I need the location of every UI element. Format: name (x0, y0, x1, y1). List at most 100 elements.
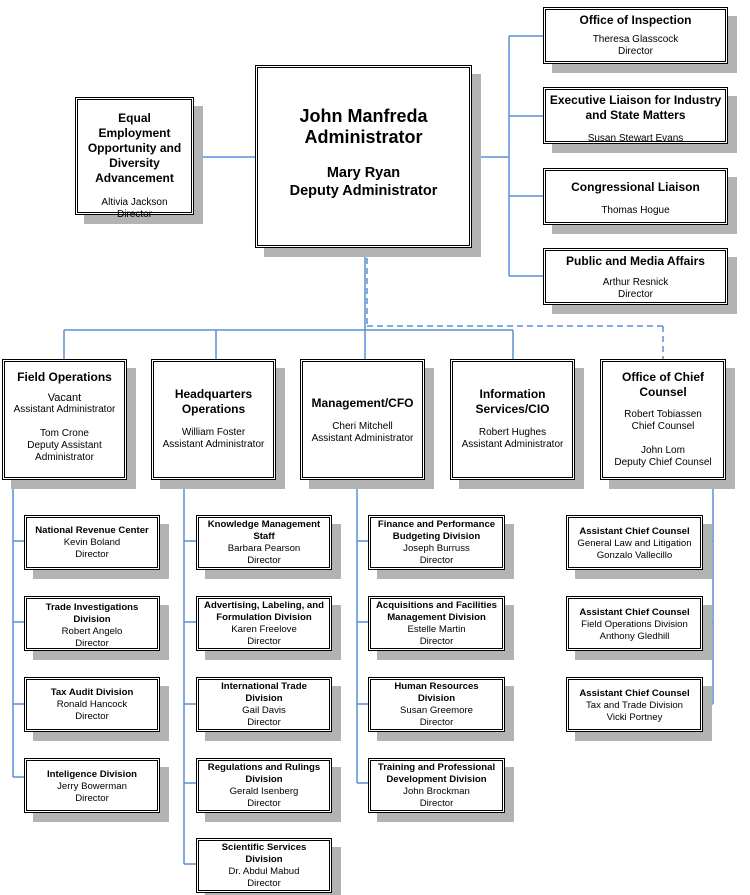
division-role: Director (75, 711, 109, 722)
division-person: Field Operations Division (581, 619, 688, 630)
office-title: Information Services/CIO (475, 387, 550, 416)
division-box: Tax Audit Division Ronald Hancock Direct… (24, 677, 160, 732)
division-role: Director (419, 555, 454, 566)
division-person: Estelle Martin (407, 624, 466, 635)
division-title: Assistant Chief Counsel (579, 607, 690, 618)
administrator-title: Administrator (304, 127, 423, 147)
division-title: Acquisitions and Facilities Management D… (375, 600, 497, 623)
division-role: Director (75, 793, 109, 804)
division-box: Acquisitions and Facilities Management D… (368, 596, 505, 651)
division-box: National Revenue Center Kevin Boland Dir… (24, 515, 160, 570)
division-title: Knowledge Management Staff (207, 519, 321, 542)
deputy-name: Mary Ryan (326, 165, 401, 181)
office-box-field-operations: Field Operations Vacant Assistant Admini… (2, 359, 127, 480)
division-title: Trade Investigations Division (45, 602, 139, 625)
staff-title: Public and Media Affairs (566, 254, 705, 268)
division-role: Director (419, 636, 454, 647)
office-line: Assistant Administrator (162, 439, 265, 450)
office-title: Headquarters Operations (174, 387, 253, 416)
office-line: Cheri Mitchell (332, 421, 393, 432)
staff-box-congressional-liaison: Congressional Liaison Thomas Hogue (543, 168, 728, 225)
eeo-title: Equal Employment Opportunity and Diversi… (87, 111, 182, 185)
division-role: Director (247, 798, 281, 809)
division-title: International Trade Division (221, 681, 307, 704)
staff-title: Office of Inspection (579, 13, 692, 27)
office-box-chief-counsel: Office of Chief Counsel Robert Tobiassen… (600, 359, 726, 480)
staff-person: Susan Stewart Evans (587, 133, 684, 144)
office-line: Vacant (47, 392, 82, 404)
division-box: Knowledge Management Staff Barbara Pears… (196, 515, 332, 570)
office-line: Deputy Assistant (27, 440, 102, 451)
division-person: Jerry Bowerman (57, 781, 127, 792)
eeo-role: Director (116, 209, 152, 220)
division-person: Tax and Trade Division (585, 700, 684, 711)
administrator-name: John Manfreda (299, 106, 428, 126)
division-role: Vicki Portney (606, 712, 663, 723)
office-box-headquarters: Headquarters Operations William Foster A… (151, 359, 276, 480)
counsel-division-box: Assistant Chief Counsel General Law and … (566, 515, 703, 570)
administrator-box: John Manfreda Administrator Mary Ryan De… (255, 65, 472, 248)
division-box: Human Resources Division Susan Greemore … (368, 677, 505, 732)
division-box: Scientific Services Division Dr. Abdul M… (196, 838, 332, 893)
office-line: Deputy Chief Counsel (614, 457, 712, 468)
division-title: Inteligence Division (46, 769, 138, 780)
office-line: Administrator (35, 452, 94, 463)
division-person: Gerald Isenberg (229, 786, 299, 797)
staff-box-executive-liaison: Executive Liaison for Industry and State… (543, 87, 728, 144)
office-title: Management/CFO (311, 396, 414, 410)
division-role: Director (247, 878, 281, 889)
staff-person: Arthur Resnick (602, 277, 669, 288)
division-person: Karen Freelove (231, 624, 297, 635)
division-person: Joseph Burruss (403, 543, 470, 554)
office-line: Assistant Administrator (13, 404, 116, 415)
division-title: Assistant Chief Counsel (579, 688, 690, 699)
office-title: Office of Chief Counsel (621, 370, 704, 399)
staff-role: Director (617, 289, 653, 300)
division-box: Regulations and Rulings Division Gerald … (196, 758, 332, 813)
eeo-person: Altivia Jackson (101, 197, 168, 208)
office-line: John Lom (641, 445, 685, 456)
division-role: Director (247, 555, 281, 566)
division-title: Regulations and Rulings Division (207, 762, 321, 785)
division-title: Scientific Services Division (221, 842, 307, 865)
staff-box-inspection: Office of Inspection Theresa Glasscock D… (543, 7, 728, 64)
office-line: Chief Counsel (631, 421, 695, 432)
division-title: Tax Audit Division (50, 687, 134, 698)
division-box: Trade Investigations Division Robert Ang… (24, 596, 160, 651)
counsel-division-box: Assistant Chief Counsel Tax and Trade Di… (566, 677, 703, 732)
division-box: Inteligence Division Jerry Bowerman Dire… (24, 758, 160, 813)
division-title: Advertising, Labeling, and Formulation D… (204, 600, 324, 623)
division-person: Ronald Hancock (56, 699, 128, 710)
division-role: Director (419, 798, 454, 809)
division-title: National Revenue Center (35, 525, 149, 536)
division-box: Finance and Performance Budgeting Divisi… (368, 515, 505, 570)
counsel-division-box: Assistant Chief Counsel Field Operations… (566, 596, 703, 651)
staff-person: Thomas Hogue (601, 205, 670, 216)
staff-title: Executive Liaison for Industry and State… (549, 93, 722, 122)
office-line: Tom Crone (40, 428, 89, 439)
office-line: William Foster (181, 427, 246, 438)
staff-role: Director (617, 46, 653, 57)
division-box: Training and Professional Development Di… (368, 758, 505, 813)
deputy-title: Deputy Administrator (289, 183, 438, 199)
office-line: Assistant Administrator (311, 433, 414, 444)
division-person: Barbara Pearson (227, 543, 301, 554)
division-person: Dr. Abdul Mabud (228, 866, 300, 877)
division-title: Human Resources Division (394, 681, 479, 704)
division-title: Training and Professional Development Di… (377, 762, 496, 785)
division-box: Advertising, Labeling, and Formulation D… (196, 596, 332, 651)
division-person: Susan Greemore (399, 705, 474, 716)
division-person: Robert Angelo (61, 626, 123, 637)
staff-box-public-media: Public and Media Affairs Arthur Resnick … (543, 248, 728, 305)
division-role: Director (247, 636, 281, 647)
division-person: General Law and Litigation (577, 538, 692, 549)
office-line: Assistant Administrator (461, 439, 564, 450)
division-title: Finance and Performance Budgeting Divisi… (377, 519, 496, 542)
division-person: John Brockman (403, 786, 470, 797)
division-role: Director (419, 717, 454, 728)
division-person: Kevin Boland (63, 537, 121, 548)
division-role: Director (247, 717, 281, 728)
office-line: Robert Tobiassen (624, 409, 702, 420)
division-role: Director (75, 549, 109, 560)
